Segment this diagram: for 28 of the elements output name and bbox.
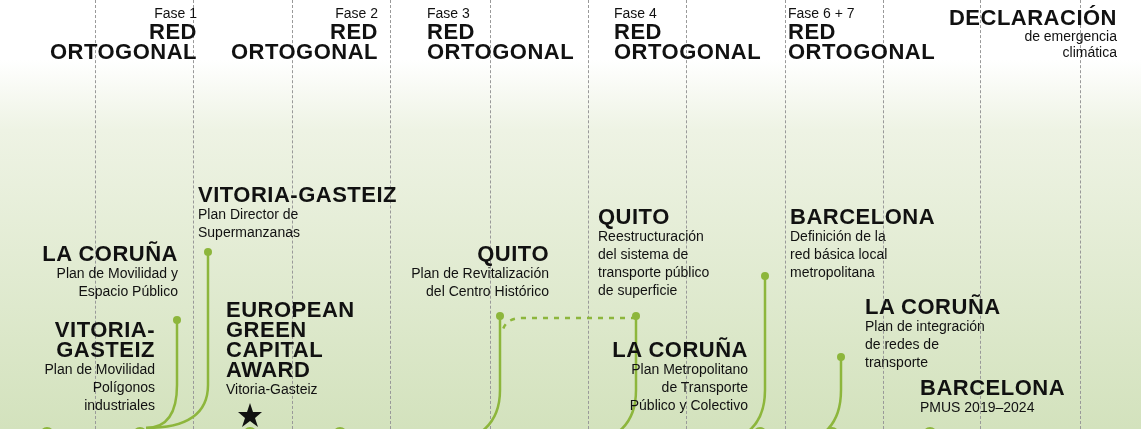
event-description: Plan de Revitalización del Centro Histórico [410, 265, 549, 300]
event-description: Definición de la red básica local metropolitana [790, 227, 889, 281]
event-title: EUROPEAN GREEN CAPITAL AWARD [226, 300, 356, 380]
event-title: VITORIA-GASTEIZ [198, 185, 397, 205]
phase-title: RED ORTOGONAL [427, 22, 576, 62]
phase-title: RED ORTOGONAL [788, 22, 937, 62]
event-description: Plan Director de Supermanzanas [198, 205, 301, 241]
event-description: Vitoria-Gasteiz [226, 380, 318, 398]
event-description: Plan de integración de redes de transporte [865, 317, 986, 371]
event-title: QUITO [598, 207, 670, 227]
event-description: PMUS 2019–2024 [920, 398, 1035, 416]
phase-label: Fase 1 [153, 4, 197, 22]
phase-label: Fase 3 [427, 4, 471, 22]
event-title: QUITO [477, 244, 549, 264]
phase-title: RED ORTOGONAL [229, 22, 378, 62]
timeline-stem [145, 248, 212, 429]
phase-label: Fase 2 [334, 4, 378, 22]
event-title: BARCELONA [920, 378, 1066, 398]
phase-label: Fase 6 + 7 [788, 4, 856, 22]
event-title: BARCELONA [790, 207, 936, 227]
event-description: Reestructuración del sistema de transporte público de superficie [598, 228, 711, 299]
phase-title: RED ORTOGONAL [48, 22, 197, 62]
event-description: Plan de Movilidad y Espacio Público [55, 264, 178, 300]
declaration-subtitle: de emergencia climática [1023, 28, 1117, 60]
event-description: Plan de Movilidad Polígonos industriales [43, 360, 155, 414]
phase-label: Fase 4 [614, 4, 658, 22]
phase-title: RED ORTOGONAL [614, 22, 763, 62]
event-title: VITORIA-GASTEIZ [53, 320, 155, 360]
